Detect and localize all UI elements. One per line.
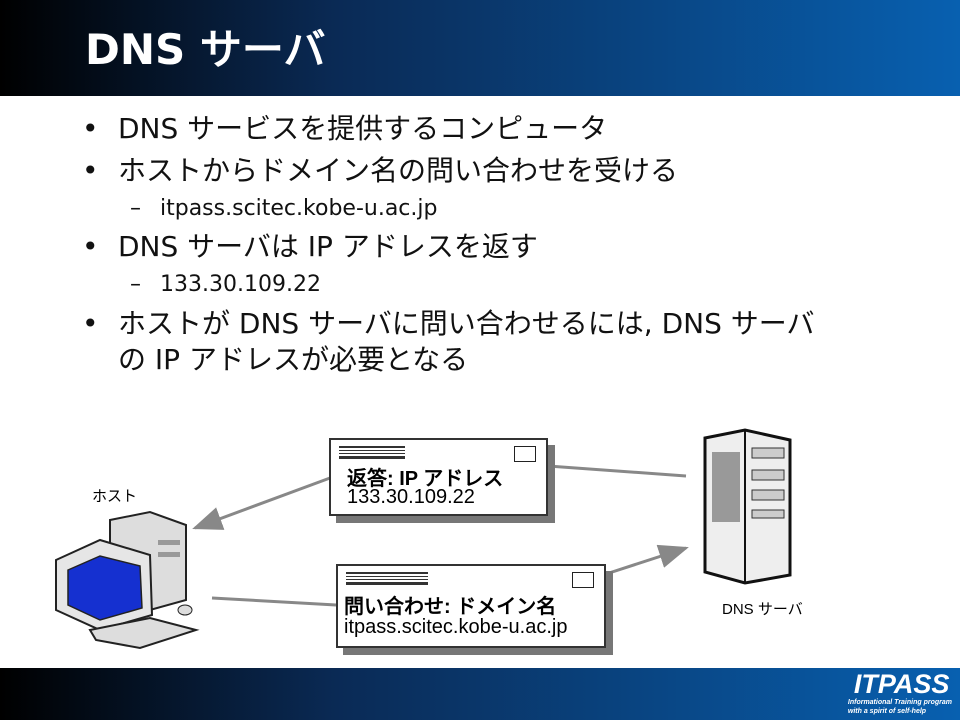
host-computer-icon [55,510,200,650]
reply-envelope: 返答: IP アドレス 133.30.109.22 [329,438,548,516]
reply-heading: 返答: IP アドレス [347,468,504,490]
dns-server-icon [703,428,792,585]
address-lines-icon [339,446,405,459]
query-line [211,596,337,607]
itpass-logo: ITPASS Informational Training program wi… [847,669,952,715]
address-lines-icon [346,572,428,585]
stamp-icon [514,446,536,462]
query-heading: 問い合わせ: ドメイン名 [344,596,557,618]
host-label: ホスト [92,488,138,505]
title-bar: DNS サーバ [0,0,960,96]
reply-arrow [192,476,331,530]
bullet: DNS サーバは IP アドレスを返す [80,226,880,268]
query-value: itpass.scitec.kobe-u.ac.jp [344,616,568,638]
slide-title: DNS サーバ [85,25,326,74]
bullet: DNS サービスを提供するコンピュータ [80,108,880,150]
bullet-list: DNS サービスを提供するコンピュータ ホストからドメイン名の問い合わせを受ける… [80,108,880,378]
server-label: DNS サーバ [722,601,803,618]
sub-bullet: itpass.scitec.kobe-u.ac.jp [80,192,880,226]
bullet: ホストからドメイン名の問い合わせを受ける [80,150,880,192]
sub-bullet: 133.30.109.22 [80,268,880,302]
reply-value: 133.30.109.22 [347,486,475,508]
reply-line [547,464,687,478]
query-envelope: 問い合わせ: ドメイン名 itpass.scitec.kobe-u.ac.jp [336,564,606,648]
footer-bar: ITPASS Informational Training program wi… [0,668,960,720]
query-arrow [605,544,689,576]
stamp-icon [572,572,594,588]
bullet: ホストが DNS サーバに問い合わせるには, DNS サーバの IP アドレスが… [80,306,838,378]
